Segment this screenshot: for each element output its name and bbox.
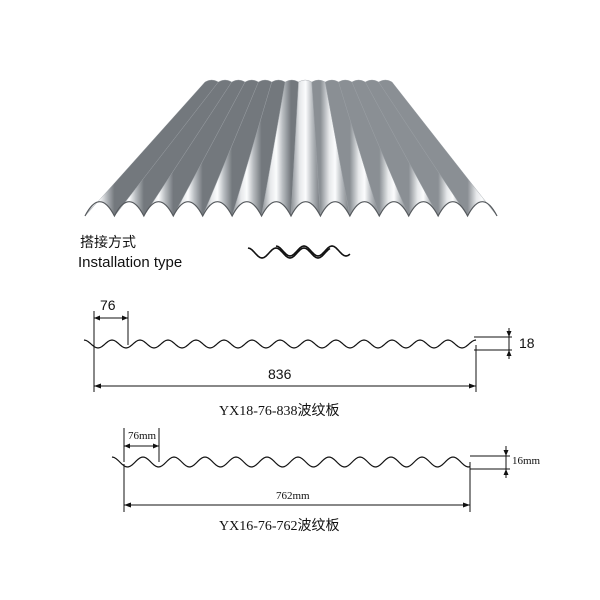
roof-sheet bbox=[84, 79, 498, 218]
profile-wave-line bbox=[83, 339, 477, 349]
sheet-front-edge bbox=[84, 201, 498, 218]
profile-caption: YX18-76-838波纹板 bbox=[219, 404, 340, 419]
profile-wave-line bbox=[111, 456, 471, 468]
height-label: 16mm bbox=[512, 455, 541, 467]
width-label: 762mm bbox=[276, 490, 310, 502]
profile-drawing-yx18 bbox=[83, 311, 512, 392]
dimension-arrow-icon bbox=[503, 450, 509, 475]
height-label: 18 bbox=[519, 335, 535, 351]
pitch-label: 76 bbox=[100, 297, 116, 313]
width-label: 836 bbox=[268, 366, 292, 382]
profile-drawing-yx16 bbox=[111, 428, 510, 512]
overlap-profile-icon bbox=[247, 245, 351, 259]
profile-caption: YX16-76-762波纹板 bbox=[219, 519, 340, 534]
installation-label-chinese: 搭接方式 bbox=[80, 234, 136, 250]
dimension-arrow-icon bbox=[506, 331, 512, 356]
installation-label-english: Installation type bbox=[78, 254, 183, 271]
pitch-label: 76mm bbox=[128, 430, 157, 442]
